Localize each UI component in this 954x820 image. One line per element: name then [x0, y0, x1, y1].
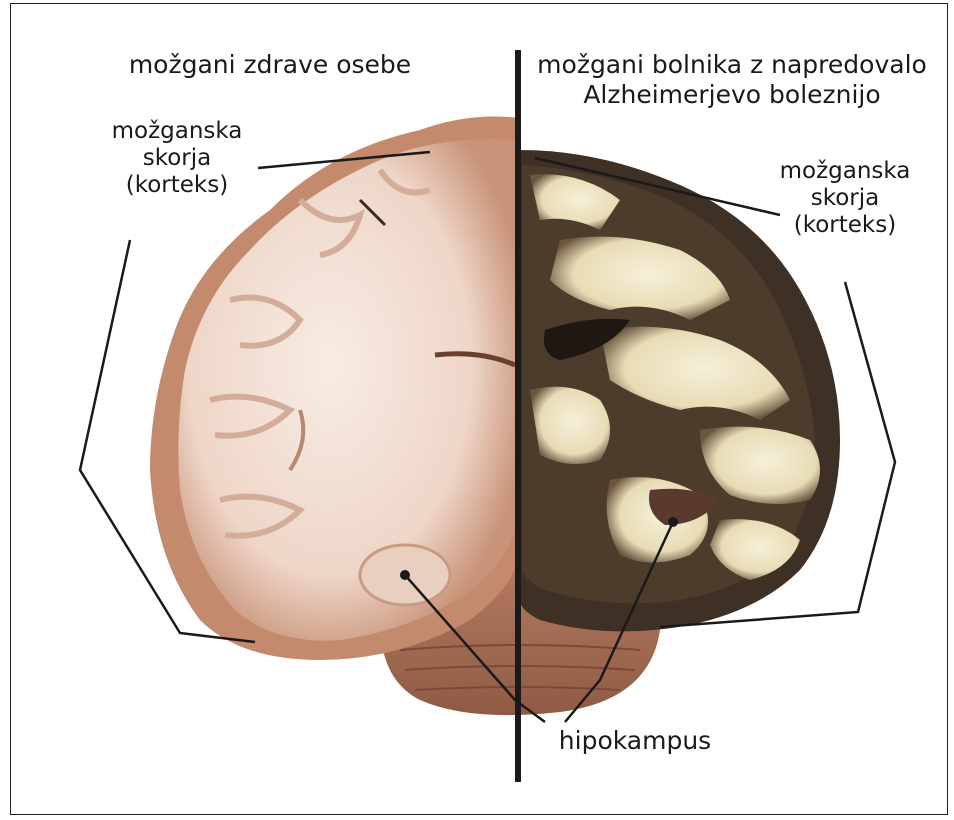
cortex-right-line2: skorja — [760, 185, 930, 212]
hippocampus-label: hipokampus — [540, 726, 730, 756]
cortex-right-line3: (korteks) — [760, 212, 930, 239]
alzheimer-brain-title-line2: Alzheimerjevo boleznijo — [522, 80, 942, 110]
cortex-left-line2: skorja — [92, 145, 262, 172]
cortex-label-right: možganska skorja (korteks) — [760, 158, 930, 239]
healthy-brain-title: možgani zdrave osebe — [120, 50, 420, 80]
healthy-brain-title-text: možgani zdrave osebe — [129, 50, 411, 79]
cortex-label-left: možganska skorja (korteks) — [92, 118, 262, 199]
cortex-left-line1: možganska — [92, 118, 262, 145]
cortex-left-line3: (korteks) — [92, 172, 262, 199]
cortex-right-line1: možganska — [760, 158, 930, 185]
hippocampus-label-text: hipokampus — [559, 726, 711, 755]
alzheimer-brain-title-line1: možgani bolnika z napredovalo — [522, 50, 942, 80]
alzheimer-brain-title: možgani bolnika z napredovalo Alzheimerj… — [522, 50, 942, 109]
